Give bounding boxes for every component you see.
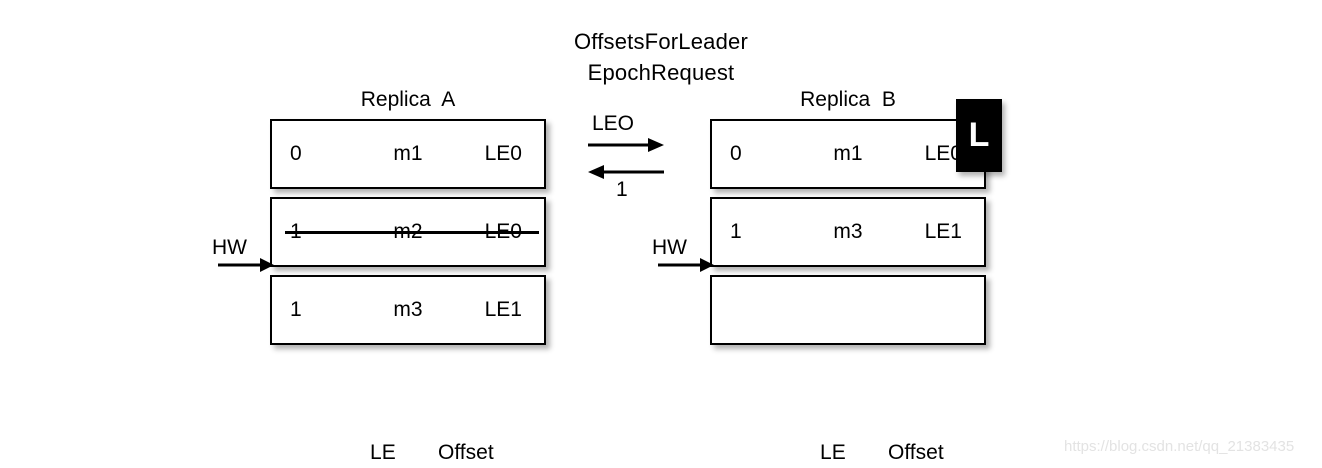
replica-b-row-1-message: m1	[833, 142, 863, 165]
replica-b-hw-arrow-icon	[658, 258, 714, 272]
replica-b-row-1-offset: 0	[730, 142, 742, 165]
request-arrow-icon	[588, 138, 664, 152]
replica-a-caption: Replica A	[360, 88, 456, 111]
replica-b-epoch-header-offset: Offset	[888, 441, 944, 464]
replica-a-row-2-strikethrough	[285, 231, 539, 234]
replica-a-log-row-2: 1 m2 LE0	[270, 197, 546, 267]
replica-b-row-2-offset: 1	[730, 220, 742, 243]
replica-b-log-row-2: 1 m3 LE1	[710, 197, 986, 267]
replica-a-row-3-epoch: LE1	[484, 298, 522, 321]
response-arrow-icon	[588, 165, 664, 179]
replica-b-row-2-epoch: LE1	[924, 220, 962, 243]
replica-a-epoch-header: LE Offset	[335, 411, 494, 468]
replica-b-log-row-1: 0 m1 LE0	[710, 119, 986, 189]
replica-b-row-2-message: m3	[833, 220, 863, 243]
replica-b-epoch-header: LE Offset	[785, 411, 944, 468]
replica-a-hw-arrow-icon	[218, 258, 274, 272]
response-arrow-label: 1	[616, 178, 628, 201]
replica-a-row-1-offset: 0	[290, 142, 302, 165]
replica-a-row-3-offset: 1	[290, 298, 302, 321]
replica-b-row-1-epoch: LE0	[924, 142, 962, 165]
replica-b-hw-label: HW	[652, 236, 687, 259]
replica-b-leader-badge: L	[956, 99, 1002, 172]
diagram-title: OffsetsForLeader EpochRequest	[0, 26, 1322, 88]
request-arrow-label: LEO	[592, 112, 635, 135]
replica-a-epoch-header-offset: Offset	[438, 441, 494, 464]
replica-a-row-1-epoch: LE0	[484, 142, 522, 165]
replica-b-epoch-header-le: LE	[820, 441, 846, 464]
title-line-1: OffsetsForLeader	[574, 29, 748, 54]
replica-a-hw-label: HW	[212, 236, 247, 259]
replica-b-log-row-3	[710, 275, 986, 345]
replica-a-log-row-3: 1 m3 LE1	[270, 275, 546, 345]
replica-b-caption: Replica B	[800, 88, 896, 111]
title-line-2: EpochRequest	[587, 60, 735, 85]
replica-a-row-3-message: m3	[393, 298, 423, 321]
watermark: https://blog.csdn.net/qq_21383435	[1064, 438, 1295, 455]
replica-a-row-1-message: m1	[393, 142, 423, 165]
replica-a-log-row-1: 0 m1 LE0	[270, 119, 546, 189]
replica-a-epoch-header-le: LE	[370, 441, 396, 464]
